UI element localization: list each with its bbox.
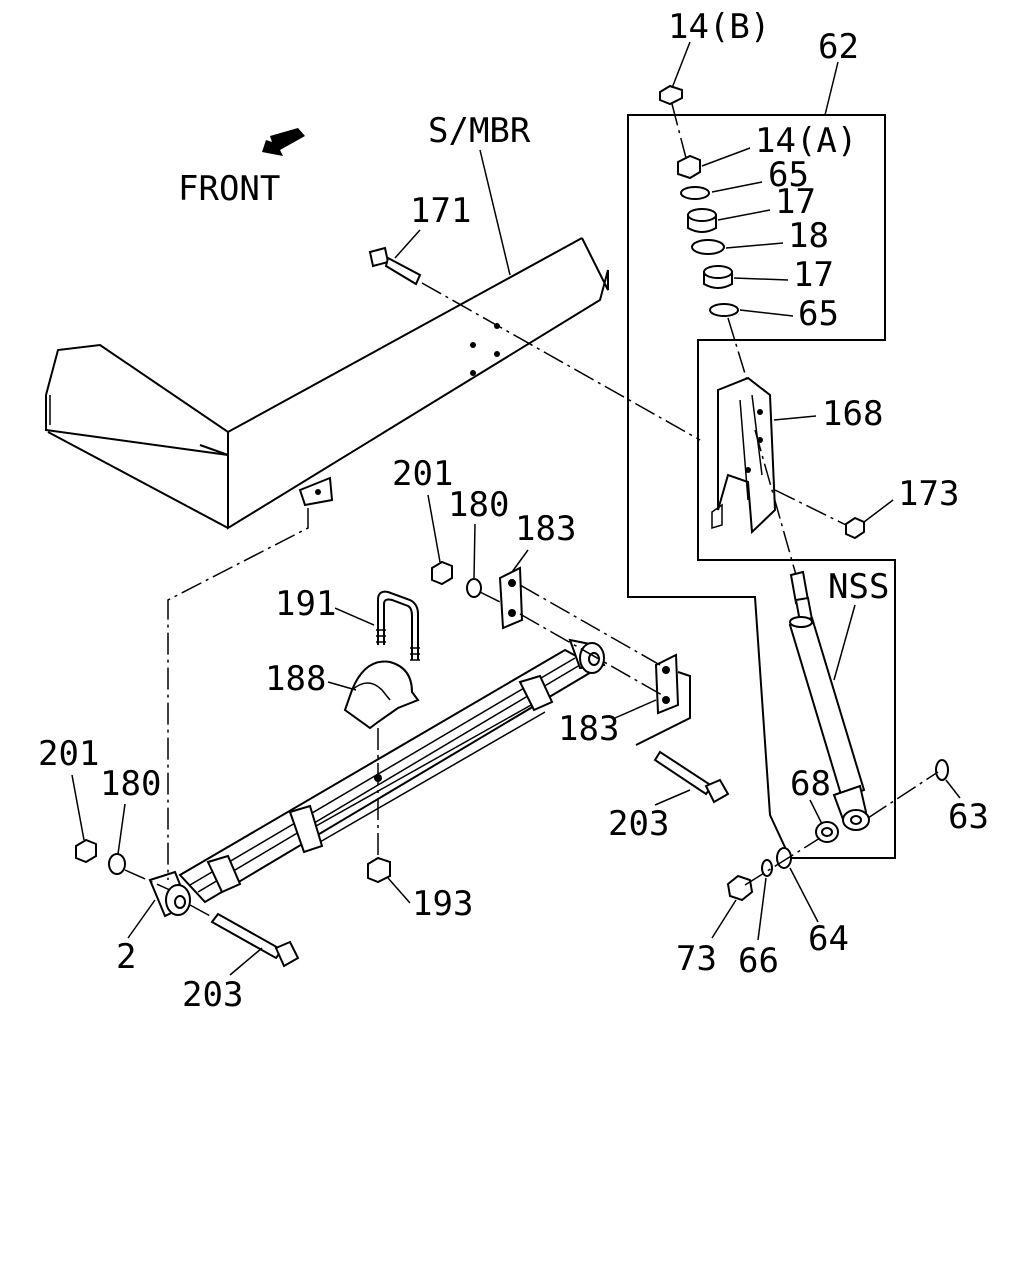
callout-68: 68 <box>790 764 831 804</box>
nut-14a <box>677 154 701 180</box>
callout-180-rear: 180 <box>448 485 509 525</box>
callout-201-rear: 201 <box>392 454 453 494</box>
u-bolt-191 <box>376 590 420 661</box>
callout-201-front: 201 <box>38 734 99 774</box>
nut-173 <box>845 516 865 540</box>
washer-180-rear <box>466 578 482 598</box>
callout-191: 191 <box>275 584 336 624</box>
shackle-plate-183-upper <box>498 566 524 630</box>
frame-member-label: S/MBR <box>428 111 531 151</box>
callout-66: 66 <box>738 941 779 981</box>
callout-17-lower: 17 <box>793 255 834 295</box>
bushing-17-lower <box>703 265 733 289</box>
washer-63 <box>935 759 949 781</box>
callout-203-front: 203 <box>182 975 243 1015</box>
front-arrow-icon <box>262 128 305 156</box>
leaf-spring <box>148 638 606 918</box>
bolt-203-front <box>210 912 300 968</box>
nut-14b <box>659 84 683 106</box>
bolt-171 <box>368 246 422 286</box>
bushing-68 <box>815 821 839 843</box>
callout-14a: 14(A) <box>755 121 857 161</box>
washer-65-upper <box>680 186 710 200</box>
spacer-188 <box>343 660 420 730</box>
shock-label: NSS <box>828 567 889 607</box>
nut-201-front <box>75 838 97 864</box>
shackle-plate-183-lower <box>635 653 691 746</box>
nut-201-rear <box>431 560 453 586</box>
plate-18 <box>691 239 725 255</box>
callout-168: 168 <box>822 394 883 434</box>
callout-203-rear: 203 <box>608 804 669 844</box>
callout-171: 171 <box>410 191 471 231</box>
callout-193: 193 <box>412 884 473 924</box>
callout-14b: 14(B) <box>668 7 770 47</box>
callout-188: 188 <box>265 659 326 699</box>
callout-65-lower: 65 <box>798 294 839 334</box>
nut-73 <box>726 874 754 902</box>
callout-17-upper: 17 <box>775 182 816 222</box>
bushing-17-upper <box>687 208 717 233</box>
kit-box-62 <box>627 114 896 859</box>
callout-183-upper: 183 <box>515 509 576 549</box>
callout-65-upper: 65 <box>768 155 809 195</box>
frame-side-member <box>45 237 609 530</box>
callout-63: 63 <box>948 797 989 837</box>
shock-absorber <box>754 429 870 831</box>
callout-18: 18 <box>788 216 829 256</box>
callout-173: 173 <box>898 474 959 514</box>
bolt-203-rear <box>653 750 730 804</box>
callout-2: 2 <box>116 937 136 977</box>
washer-66 <box>761 859 773 877</box>
washer-65-lower <box>709 303 739 317</box>
callout-183-lower: 183 <box>558 709 619 749</box>
bracket-168 <box>711 376 777 535</box>
callout-62: 62 <box>818 27 859 67</box>
callout-64: 64 <box>808 919 849 959</box>
callout-73: 73 <box>676 939 717 979</box>
callout-180-front: 180 <box>100 764 161 804</box>
front-label: FRONT <box>178 169 280 209</box>
nut-193 <box>367 856 391 884</box>
washer-180-front <box>108 853 126 875</box>
